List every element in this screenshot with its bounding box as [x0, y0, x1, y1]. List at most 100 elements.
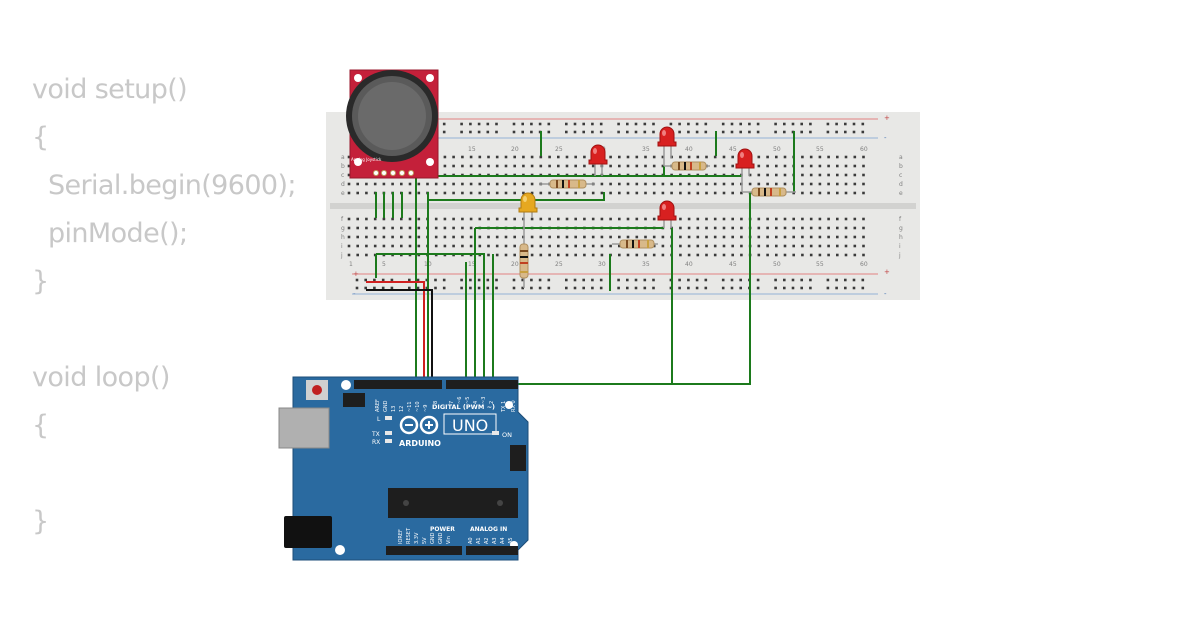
- breadboard-hole: [643, 122, 647, 126]
- breadboard-hole: [775, 182, 778, 186]
- breadboard-hole: [731, 226, 734, 230]
- breadboard-hole: [853, 182, 857, 186]
- joystick-pin: [390, 170, 396, 176]
- breadboard-hole: [530, 253, 534, 257]
- chip-dot: [403, 500, 409, 506]
- breadboard-hole: [844, 173, 848, 177]
- joystick-pins: [373, 170, 414, 176]
- breadboard-hole: [557, 155, 560, 159]
- breadboard-hole: [635, 191, 639, 195]
- breadboard-hole: [539, 164, 543, 168]
- wire-green[interactable]: [376, 253, 485, 384]
- breadboard-hole: [644, 182, 647, 186]
- resistor[interactable]: [519, 236, 529, 288]
- breadboard-hole: [722, 217, 726, 221]
- arduino-uno[interactable]: ARDUINO UNO DIGITAL (PWM ~) POWER ANALOG…: [278, 376, 529, 561]
- joystick-label: Analog Joystick: [351, 157, 382, 162]
- pin-label: ~5: [465, 397, 471, 404]
- breadboard-hole: [652, 182, 656, 186]
- resistor[interactable]: [664, 161, 710, 171]
- breadboard-hole: [461, 244, 464, 248]
- led-red[interactable]: [735, 148, 755, 192]
- led-yellow[interactable]: [518, 192, 538, 236]
- wire-green[interactable]: [427, 192, 605, 201]
- breadboard-hole: [783, 253, 787, 257]
- breadboard-hole: [574, 155, 577, 159]
- breadboard-hole: [443, 191, 447, 195]
- breadboard-hole: [521, 278, 524, 282]
- breadboard-hole: [477, 278, 481, 282]
- breadboard-hole: [373, 278, 376, 282]
- on-label: ON: [502, 431, 512, 439]
- breadboard-hole: [495, 286, 498, 290]
- analog-header[interactable]: [466, 546, 518, 555]
- breadboard-hole: [530, 217, 534, 221]
- resistor-band: [638, 240, 640, 248]
- row-letter: g: [899, 225, 903, 232]
- breadboard-hole: [434, 226, 438, 230]
- breadboard-hole: [487, 235, 490, 239]
- breadboard-hole: [557, 253, 560, 257]
- rx-led: [385, 439, 392, 443]
- breadboard-hole: [356, 226, 359, 230]
- breadboard-hole: [356, 235, 359, 239]
- breadboard-hole: [748, 173, 752, 177]
- pin-label: ~6: [457, 397, 463, 404]
- breadboard-hole: [609, 235, 612, 239]
- breadboard-hole: [827, 235, 830, 239]
- breadboard-hole: [721, 122, 725, 126]
- digital-header-right[interactable]: [446, 380, 518, 389]
- breadboard-hole: [573, 130, 577, 134]
- breadboard-hole: [861, 130, 865, 134]
- joystick-module[interactable]: Analog Joystick: [346, 69, 439, 179]
- breadboard-hole: [775, 235, 778, 239]
- power-header[interactable]: [386, 546, 462, 555]
- breadboard-hole: [530, 164, 534, 168]
- breadboard-hole: [400, 182, 403, 186]
- power-jack: [284, 516, 332, 548]
- breadboard-hole: [609, 182, 612, 186]
- digital-header-left[interactable]: [354, 380, 442, 389]
- breadboard-hole: [530, 278, 533, 282]
- column-number: 40: [685, 261, 693, 268]
- wire-green[interactable]: [510, 192, 751, 385]
- column-number: 30: [598, 261, 606, 268]
- resistor[interactable]: [742, 187, 796, 197]
- reset-button[interactable]: [312, 385, 322, 395]
- resistor[interactable]: [540, 179, 595, 189]
- breadboard-hole: [583, 217, 586, 221]
- resistors[interactable]: [519, 161, 796, 288]
- breadboard-hole: [347, 253, 351, 257]
- led-red[interactable]: [657, 126, 677, 166]
- model-label: UNO: [452, 416, 488, 435]
- breadboard-hole: [469, 278, 472, 282]
- breadboard-hole: [618, 244, 621, 248]
- code-editor[interactable]: void setup() { Serial.begin(9600); pinMo…: [32, 66, 297, 546]
- breadboard-hole: [382, 217, 386, 221]
- breadboard-hole: [626, 278, 629, 282]
- breadboard-hole: [756, 130, 760, 134]
- breadboard-hole: [852, 278, 856, 282]
- breadboard-hole: [582, 278, 585, 282]
- breadboard-hole: [687, 155, 691, 159]
- leds[interactable]: [518, 126, 755, 236]
- resistor[interactable]: [612, 239, 658, 249]
- led-red[interactable]: [657, 200, 677, 228]
- breadboard-hole: [722, 253, 726, 257]
- breadboard-hole: [801, 182, 804, 186]
- led-highlight: [662, 204, 666, 210]
- breadboard-jumpers[interactable]: [375, 131, 795, 291]
- breadboard-hole: [634, 130, 638, 134]
- breadboard-hole: [486, 122, 490, 126]
- logo-ring: [399, 415, 419, 435]
- breadboard-hole: [538, 278, 542, 282]
- breadboard-hole: [818, 226, 822, 230]
- breadboard-hole: [705, 253, 708, 257]
- breadboard-hole: [539, 244, 543, 248]
- resistor-band: [647, 240, 649, 248]
- led-red[interactable]: [588, 144, 608, 176]
- breadboard-hole: [400, 226, 403, 230]
- breadboard-hole: [469, 217, 473, 221]
- pin-label: A2: [484, 537, 490, 544]
